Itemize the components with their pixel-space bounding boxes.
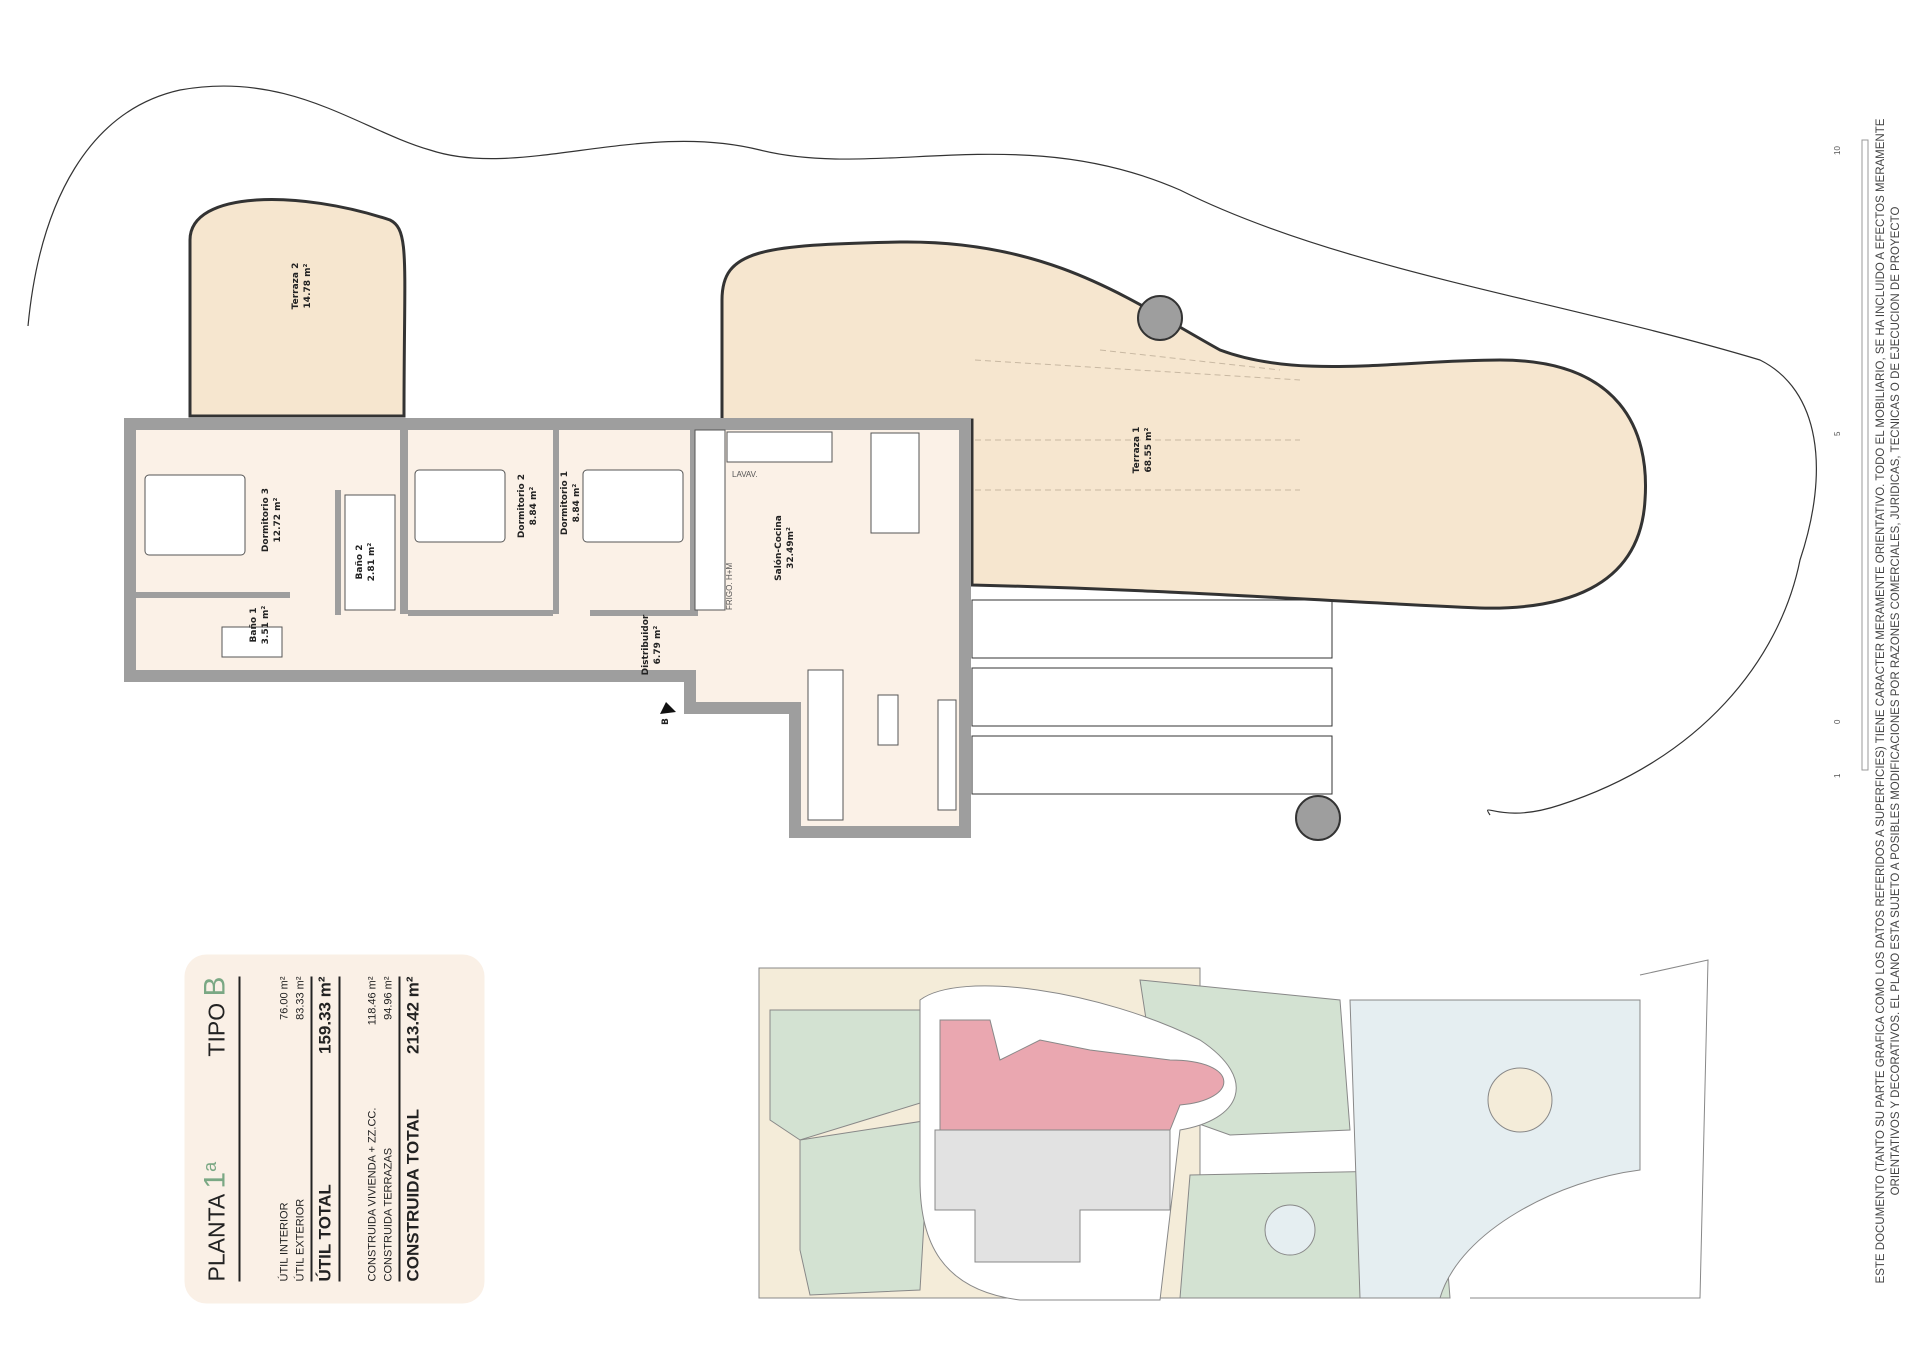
site-plan [758,959,1709,1301]
svg-text:10: 10 [1833,146,1842,155]
highlighted-unit [939,1019,1225,1131]
room-area: 68.55 m² [1144,427,1154,472]
disclaimer-line: ESTE DOCUMENTO (TANTO SU PARTE GRAFICA C… [1875,118,1887,1284]
room-area: 32.49m² [786,527,796,569]
planta-label: PLANTA [203,1195,229,1282]
svg-text:0: 0 [1833,719,1842,724]
svg-text:5: 5 [1833,431,1842,436]
column-top [1137,295,1183,341]
tipo-letter: B [198,976,231,997]
room-name: Terraza 1 [1132,427,1142,474]
room-name: Distribuidor [641,614,651,675]
planta-superscript: a [199,1161,220,1172]
room-name: Dormitorio 1 [560,471,570,535]
hm-label: H+M [725,563,734,580]
planta-number: 1 [198,1171,231,1189]
svg-text:1: 1 [1833,773,1842,778]
entry-arrow-icon [660,702,676,714]
lavav-label: LAVAV. [732,470,758,479]
internal-walls [130,424,698,616]
summary-row: CONSTRUIDA VIVIENDA + ZZ.CC.118.46 m² [366,976,378,1282]
room-name: Dormitorio 3 [261,488,271,552]
terraza-1-area [720,240,1648,610]
tipo-label: TIPO [203,1002,229,1057]
furniture [144,429,957,821]
room-labels: Terraza 2 14.78 m² Dormitorio 3 12.72 m²… [249,263,1154,676]
plot-boundary [27,85,1817,816]
summary-title: PLANTA 1a TIPO B [198,976,240,1282]
room-name: Baño 2 [355,545,365,580]
room-area: 2.81 m² [367,543,377,582]
frigo-label: FRIGO. [725,582,734,610]
room-area: 14.78 m² [303,263,313,308]
scale-bar: 10 5 0 1 [1833,139,1869,778]
room-name: Salón-Cocina [773,515,784,581]
room-name: Baño 1 [249,608,259,643]
column-bottom [1295,795,1341,841]
disclaimer-line: ORIENTATIVOS Y DECORATIVOS. EL PLANO EST… [1890,206,1902,1196]
section-label: B [661,718,671,725]
room-area: 8.84 m² [529,487,539,526]
room-area: 12.72 m² [273,497,283,542]
room-name: Terraza 2 [291,263,301,310]
room-area: 6.79 m² [653,626,663,665]
room-area: 8.84 m² [572,484,582,523]
disclaimer-text: ESTE DOCUMENTO (TANTO SU PARTE GRAFICA C… [1874,51,1904,1351]
pergola [971,599,1333,795]
room-area: 3.51 m² [261,606,271,645]
terraza-2-area [188,198,407,418]
room-name: Dormitorio 2 [517,474,527,538]
